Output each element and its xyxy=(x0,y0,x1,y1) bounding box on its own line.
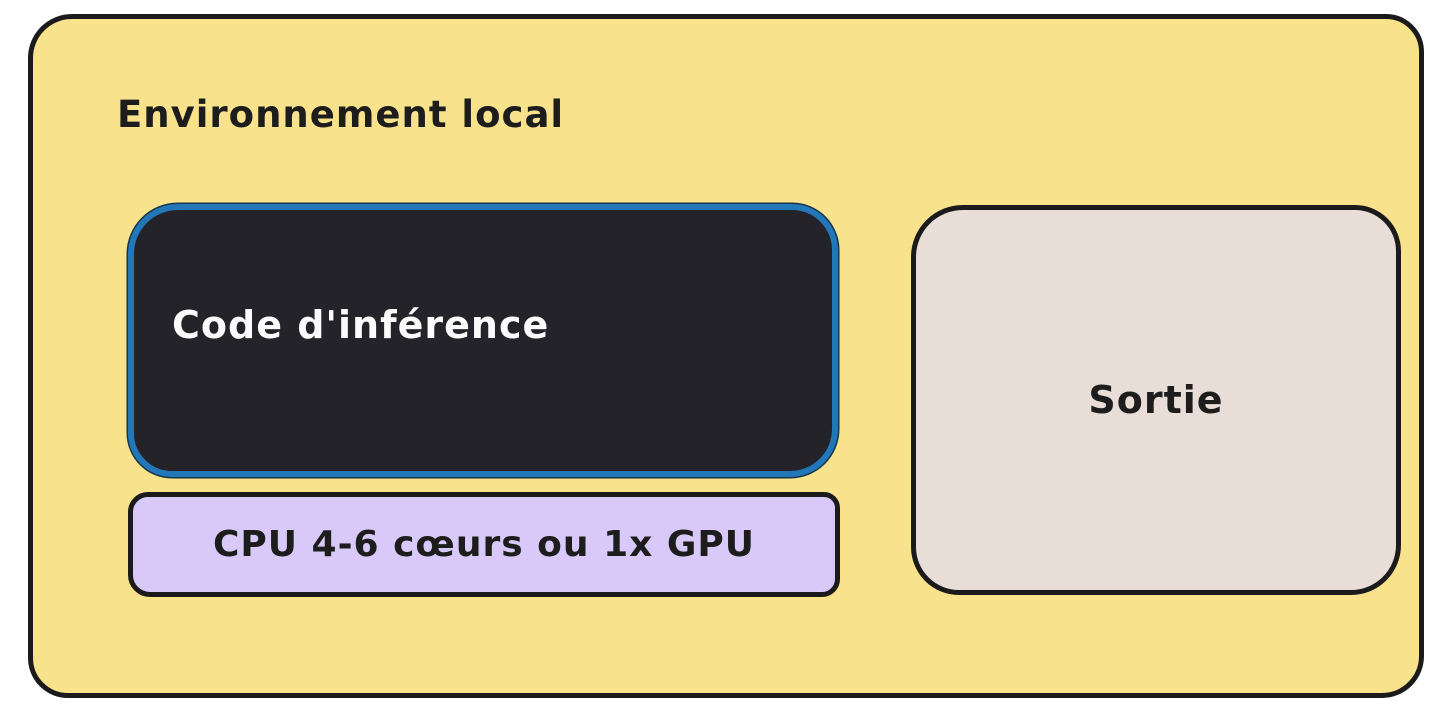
local-environment-container: Environnement local Code d'inférence CPU… xyxy=(28,14,1424,698)
output-node: Sortie xyxy=(911,205,1401,595)
inference-code-label: Code d'inférence xyxy=(172,302,550,347)
cpu-gpu-label: CPU 4-6 cœurs ou 1x GPU xyxy=(212,524,756,565)
inference-code-node: Code d'inférence xyxy=(128,204,838,477)
local-environment-title: Environnement local xyxy=(117,93,565,136)
output-label: Sortie xyxy=(1088,378,1224,422)
cpu-gpu-node: CPU 4-6 cœurs ou 1x GPU xyxy=(128,492,840,597)
